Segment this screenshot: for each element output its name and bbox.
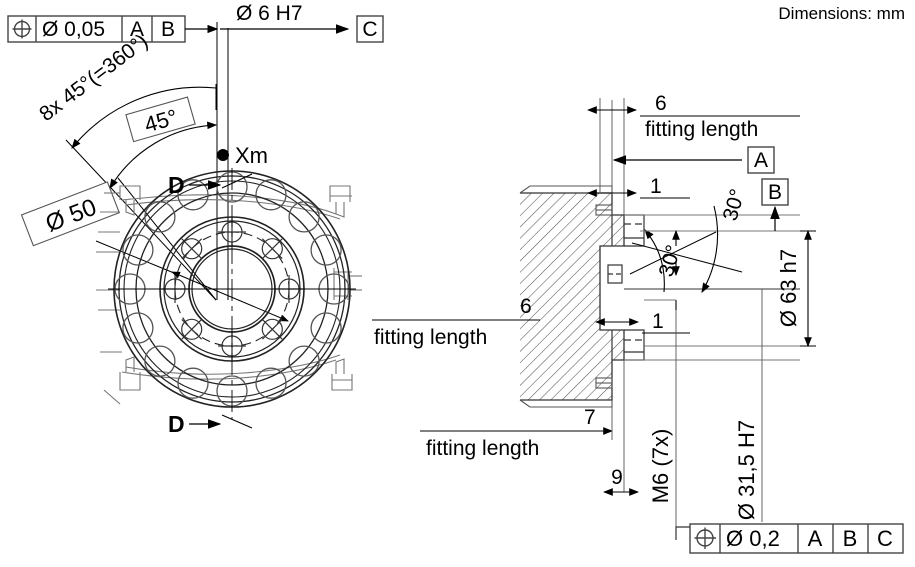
svg-text:30°: 30° [655,243,686,280]
angle-45-boxed: 45° [125,96,196,143]
section-view: 6 fitting length A 1 B 30° [372,92,816,540]
svg-text:fitting length: fitting length [374,326,487,349]
center-mark-label: Xm [235,143,268,168]
dimension-depth-9: 9 [602,360,640,496]
dimension-step-top: 1 [586,175,690,199]
position-symbol-icon [12,19,32,39]
section-hatching [520,193,624,400]
units-note: Dimensions: mm [778,4,905,23]
svg-text:A: A [754,149,768,172]
datum-label-a: A [612,146,775,174]
fcf-bottom-datum-a: A [808,526,823,551]
fcf-bottom-right: Ø 0,2 A B C [675,523,904,554]
svg-text:1: 1 [652,310,664,333]
svg-text:D: D [168,172,185,198]
fcf-bottom-datum-c: C [877,526,893,551]
svg-text:fitting length: fitting length [426,437,539,460]
section-mark-d-bottom: D [168,411,222,437]
datum-label-b: B [761,178,789,231]
svg-text:D: D [168,411,185,437]
svg-text:C: C [362,18,377,41]
dimension-fitting-length-top: 6 fitting length [586,92,800,141]
fcf-bottom-tolerance: Ø 0,2 [726,526,780,551]
svg-text:6: 6 [520,295,532,318]
dimension-fitting-length-bottom: 7 fitting length [420,406,614,460]
angular-pattern-note: 8x 45°(=360°) [35,30,152,126]
front-view: 8x 45°(=360°) 45° Xm Ø 50 [20,22,362,437]
diameter-50-boxed: Ø 50 [20,181,120,247]
dimension-outer-diameter: Ø 63 h7 [776,229,816,348]
chamfer-upper: 30° [631,187,750,293]
fcf-top-left-datum-b: B [161,18,175,41]
svg-text:fitting length: fitting length [645,118,758,141]
dimension-step-mid: 1 [594,310,690,334]
svg-text:1: 1 [650,175,662,198]
fcf-top-left-tolerance: Ø 0,05 [42,18,105,41]
dimension-bore-diameter: Ø 31,5 H7 [734,289,763,522]
hole-callout-d6h7: Ø 6 H7 [236,2,303,25]
dimension-fitting-length-mid: 6 fitting length [372,295,540,349]
svg-text:M6 (7x): M6 (7x) [648,429,673,504]
svg-text:6: 6 [655,92,667,115]
chamfer-lower: 30° [629,229,717,293]
section-mark-d-top: D [168,172,222,198]
svg-text:B: B [768,181,782,204]
svg-text:Ø 31,5 H7: Ø 31,5 H7 [734,420,759,520]
svg-text:Ø 63 h7: Ø 63 h7 [776,249,801,327]
thread-callout-m6: M6 (7x) [640,229,680,540]
fcf-bottom-datum-b: B [843,526,858,551]
datum-label-c: C [356,15,384,43]
svg-text:30°: 30° [719,187,750,224]
center-mark-dot [217,149,229,161]
svg-text:7: 7 [584,406,596,429]
fcf-top-left: Ø 0,05 A B [7,15,186,43]
surrounding-structure [96,185,362,405]
svg-text:9: 9 [611,466,623,489]
position-symbol-icon [694,527,716,549]
fcf-top-left-datum-a: A [130,18,144,41]
